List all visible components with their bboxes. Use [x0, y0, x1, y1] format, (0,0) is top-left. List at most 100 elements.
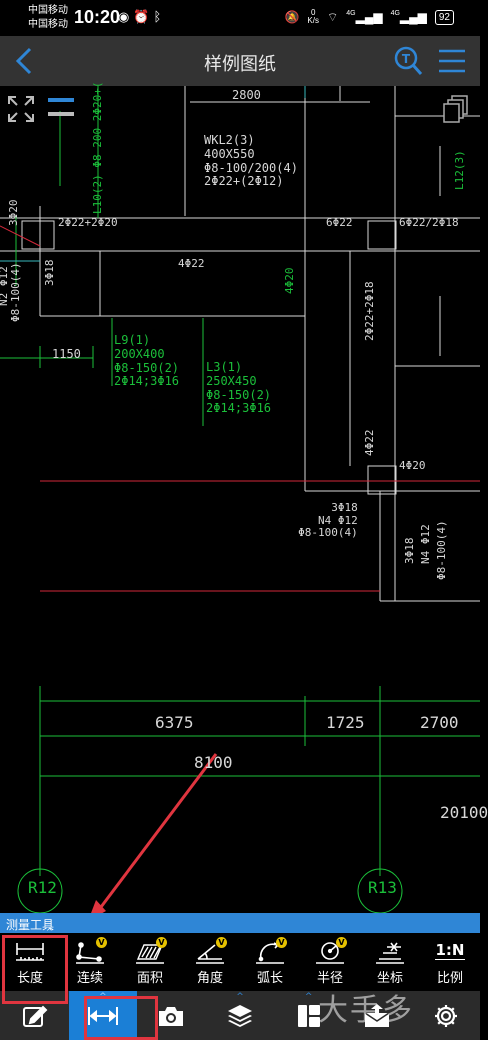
- status-time: 10:20: [74, 7, 121, 27]
- layer-panel-button[interactable]: [442, 94, 470, 124]
- coordinate-icon: [376, 942, 404, 964]
- layout-button[interactable]: ^: [274, 991, 343, 1040]
- col-left-vert-2: Φ8-100(4): [9, 262, 22, 322]
- arc-length-icon: [256, 942, 284, 964]
- pro-badge: V: [96, 937, 107, 948]
- settings-icon: [434, 1004, 457, 1027]
- highlight-measure-button: [84, 996, 158, 1040]
- rebar-vert-2phi22: 2Φ22+2Φ18: [363, 281, 376, 341]
- col-right-vert-3: Φ8-100(4): [435, 520, 448, 580]
- cad-linework: [0, 86, 480, 921]
- expand-caret-icon: ^: [236, 992, 244, 1002]
- carrier-1: 中国移动: [28, 5, 68, 16]
- chevron-left-icon: [15, 47, 32, 75]
- camera-button[interactable]: [137, 991, 206, 1040]
- measure-panel-header: 测量工具 ^: [0, 913, 480, 936]
- beam-l3-label: L3(1) 250X450 Φ8-150(2) 2Φ14;3Φ16: [206, 360, 272, 416]
- page-title: 样例图纸: [204, 54, 276, 75]
- alarm-icon: ⏰: [133, 9, 154, 24]
- expand-caret-icon: ^: [304, 992, 313, 1002]
- fullscreen-icon: [8, 96, 34, 122]
- rebar-top-right: 6Φ22/2Φ18: [399, 216, 459, 229]
- panel-collapse-caret-icon[interactable]: ^: [46, 927, 53, 936]
- measure-panel-title: 测量工具: [6, 918, 55, 932]
- tool-angle[interactable]: V 角度: [180, 933, 240, 991]
- layers-button[interactable]: ^: [206, 991, 275, 1040]
- tool-area[interactable]: V 面积: [120, 933, 180, 991]
- pro-badge: V: [156, 937, 167, 948]
- carrier-2: 中国移动: [28, 19, 68, 30]
- text-search-button[interactable]: T: [392, 44, 424, 78]
- axis-bubble-r12: R12: [28, 878, 57, 897]
- dim-2800: 2800: [232, 88, 261, 102]
- axis-bubble-r13: R13: [368, 878, 397, 897]
- tool-coordinate[interactable]: 坐标: [360, 933, 420, 991]
- cad-drawing-canvas[interactable]: 2800 1150 6375 1725 2700 8100 20100 WKL2…: [0, 82, 488, 921]
- settings-button[interactable]: [411, 991, 480, 1040]
- menu-button[interactable]: [436, 45, 468, 77]
- tool-scale[interactable]: 1:N 比例: [435, 941, 465, 986]
- continuous-measure-icon: [76, 942, 104, 964]
- edit-icon: [23, 1005, 48, 1027]
- mute-icon: 🔕: [284, 10, 300, 24]
- svg-text:T: T: [402, 52, 411, 66]
- measure-button[interactable]: ^: [68, 991, 138, 1040]
- line-weight-icon: [48, 98, 74, 116]
- layer-panel-icon: [443, 95, 468, 123]
- share-icon: [364, 1003, 390, 1027]
- signal-1: 4G▂▄▆: [346, 10, 383, 24]
- measure-icon: [87, 1006, 118, 1025]
- rebar-top-mid: 6Φ22: [326, 216, 353, 229]
- column-rebar-group: 3Φ18 N4 Φ12 Φ8-100(4): [298, 501, 358, 540]
- highlight-length-tool: [2, 935, 68, 1004]
- pro-badge: V: [336, 937, 347, 948]
- hamburger-menu-icon: [439, 49, 465, 73]
- tool-arc-length[interactable]: V 弧长: [240, 933, 300, 991]
- pro-badge: V: [216, 937, 227, 948]
- col-right-vert-2: N4 Φ12: [419, 524, 432, 564]
- measure-tools-row: 长度 V 连续 V 面积 V 角度 V 弧长 V 半径 坐标 1:N 比例: [0, 933, 480, 991]
- status-notification-icons: ◉⏰ᛒ: [118, 9, 165, 25]
- rebar-vert-4phi22: 4Φ22: [363, 429, 376, 457]
- rebar-vert-3phi18: 3Φ18: [43, 259, 56, 287]
- dim-8100: 8100: [194, 753, 233, 772]
- beam-l10-vertical: L10(2) Φ8-200 2Φ20+(: [91, 81, 104, 214]
- layout-icon: [297, 1004, 320, 1027]
- ruler-length-icon: [16, 943, 44, 961]
- col-right-vert-1: 3Φ18: [403, 537, 416, 565]
- dim-20100: 20100: [440, 803, 488, 822]
- share-button[interactable]: [343, 991, 412, 1040]
- tool-length[interactable]: 长度: [0, 933, 60, 991]
- back-button[interactable]: [10, 44, 40, 78]
- watermark: 大手多: [318, 993, 414, 1028]
- rebar-mid-beam: 4Φ22: [178, 257, 205, 270]
- rebar-top-left: 2Φ22+2Φ20: [58, 216, 118, 229]
- col-left-vert-1: 3Φ20: [7, 199, 20, 227]
- bottom-toolbar: ^ ^ ^: [0, 991, 480, 1040]
- eye-icon: ◉: [118, 9, 134, 24]
- tool-continuous[interactable]: V 连续: [60, 933, 120, 991]
- beam-l12-vertical: L12(3): [453, 150, 466, 190]
- text-search-icon: T: [394, 46, 423, 75]
- app-bar: 样例图纸 T: [0, 36, 480, 86]
- rebar-vert-4phi20: 4Φ20: [283, 267, 296, 295]
- dim-1150: 1150: [52, 347, 81, 361]
- angle-icon: [196, 944, 224, 964]
- edit-button[interactable]: [0, 991, 69, 1040]
- bluetooth-icon: ᛒ: [153, 9, 166, 24]
- dim-1725: 1725: [326, 713, 365, 732]
- line-weight-toggle[interactable]: [46, 96, 76, 122]
- wifi-icon: ⌔: [326, 9, 339, 24]
- pro-badge: V: [276, 937, 287, 948]
- dim-2700: 2700: [420, 713, 459, 732]
- col-left-vert-3: N2 Φ12: [0, 266, 10, 306]
- radius-icon: [316, 942, 344, 964]
- battery-indicator: 92: [434, 9, 454, 25]
- beam-wkl2-label: WKL2(3) 400X550 Φ8-100/200(4) 2Φ22+(2Φ12…: [204, 133, 298, 189]
- tool-radius[interactable]: V 半径: [300, 933, 360, 991]
- fullscreen-button[interactable]: [6, 94, 36, 124]
- beam-l9-label: L9(1) 200X400 Φ8-150(2) 2Φ14;3Φ16: [114, 333, 180, 389]
